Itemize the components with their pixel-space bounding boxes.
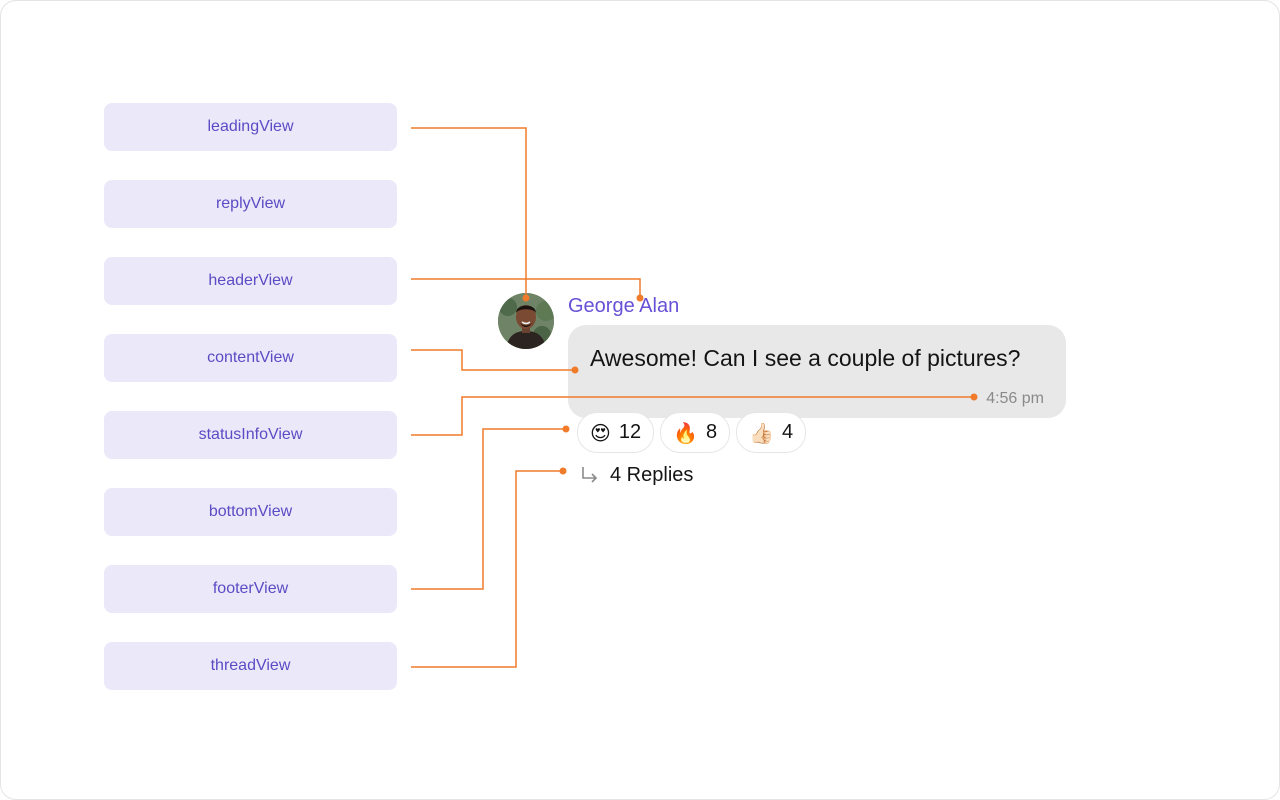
reaction-count: 8 <box>706 421 718 443</box>
message-time: 4:56 pm <box>986 390 1044 407</box>
label-text: leadingView <box>207 118 294 135</box>
label-reply-view: replyView <box>104 180 397 228</box>
reaction-chip[interactable]: 👍🏻 4 <box>736 412 807 453</box>
label-content-view: contentView <box>104 334 397 382</box>
label-text: statusInfoView <box>198 426 303 443</box>
sender-name: George Alan <box>568 295 680 317</box>
reactions-bar: 😍 12 🔥 8 👍🏻 4 <box>577 412 807 453</box>
reaction-chip[interactable]: 🔥 8 <box>660 412 731 453</box>
label-text: threadView <box>210 657 291 674</box>
message-text: Awesome! Can I see a couple of pictures? <box>590 345 1021 371</box>
thumbs-up-emoji-icon: 👍🏻 <box>749 420 775 445</box>
heart-eyes-emoji-icon: 😍 <box>590 420 611 445</box>
reaction-count: 12 <box>618 421 642 443</box>
message-bubble[interactable]: Awesome! Can I see a couple of pictures?… <box>568 325 1066 418</box>
label-status-info-view: statusInfoView <box>104 411 397 459</box>
thread-replies-text: 4 Replies <box>610 463 694 486</box>
label-text: headerView <box>208 272 293 289</box>
label-footer-view: footerView <box>104 565 397 613</box>
avatar[interactable] <box>498 293 554 349</box>
fire-emoji-icon: 🔥 <box>673 420 699 445</box>
thread-replies[interactable]: 4 Replies <box>580 462 693 488</box>
avatar-image <box>498 293 554 349</box>
label-text: bottomView <box>208 503 293 520</box>
label-thread-view: threadView <box>104 642 397 690</box>
reply-arrow-icon <box>582 467 598 483</box>
label-header-view: headerView <box>104 257 397 305</box>
label-leading-view: leadingView <box>104 103 397 151</box>
label-text: footerView <box>212 580 289 597</box>
reaction-count: 4 <box>782 421 794 443</box>
reaction-chip[interactable]: 😍 12 <box>577 412 655 453</box>
label-text: replyView <box>215 195 286 212</box>
label-bottom-view: bottomView <box>104 488 397 536</box>
label-text: contentView <box>207 349 294 366</box>
